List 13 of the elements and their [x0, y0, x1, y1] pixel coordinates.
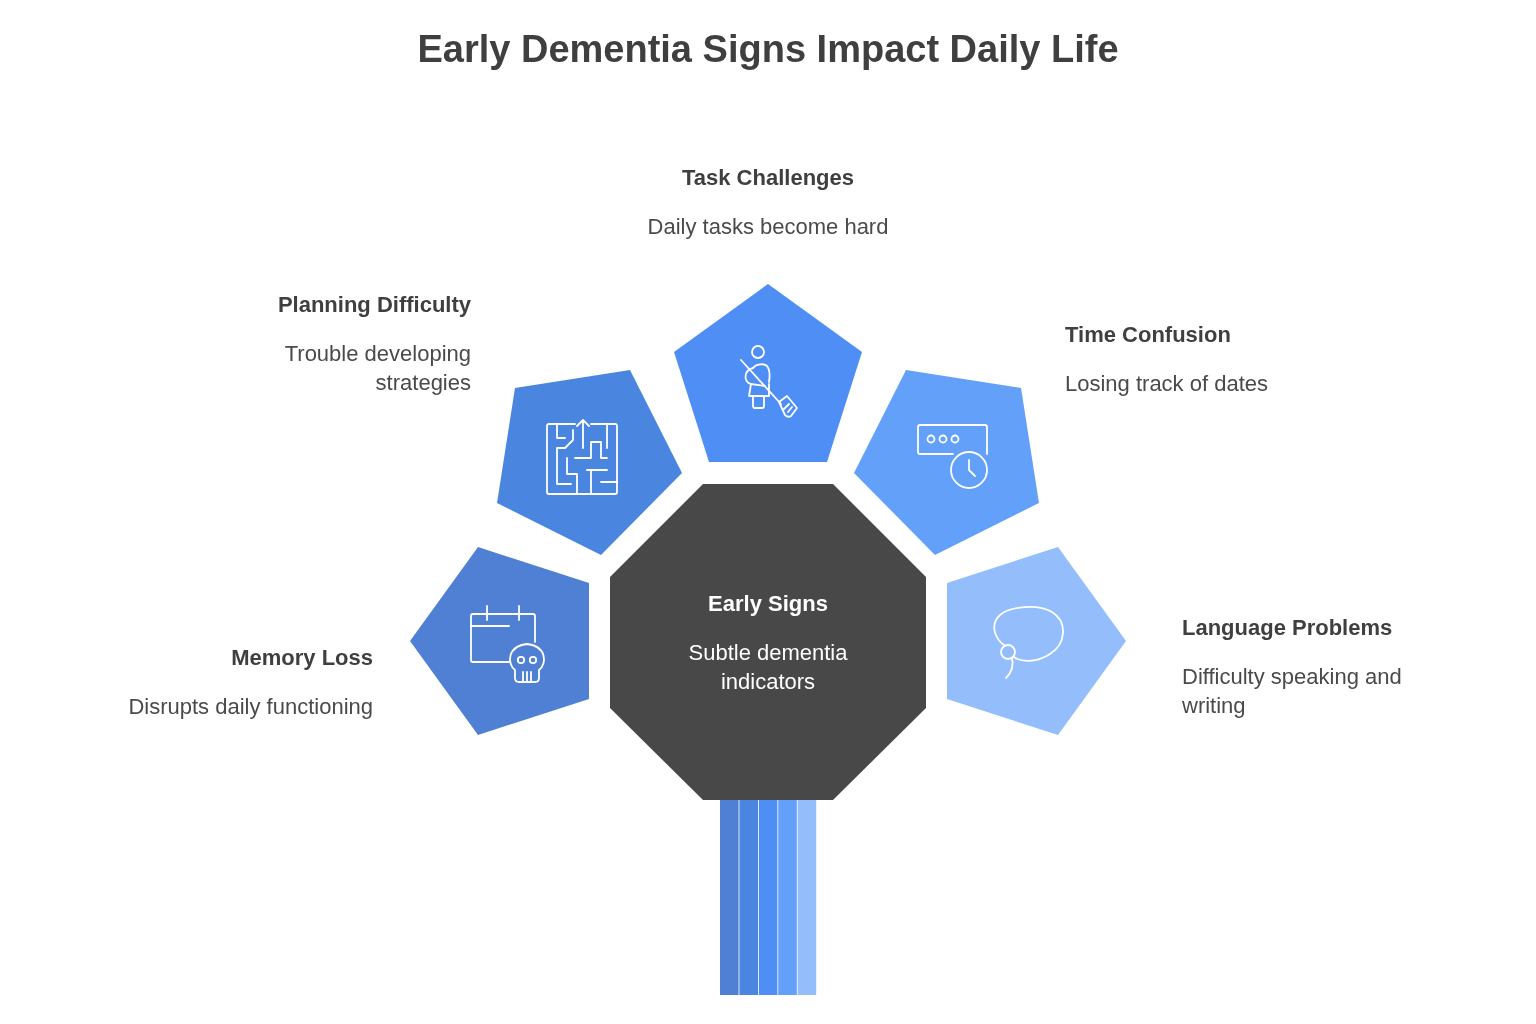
node-heading: Planning Difficulty [277, 291, 471, 319]
diagram-title: Early Dementia Signs Impact Daily Life [416, 27, 1120, 72]
node-description: Subtle dementia indicators [687, 639, 849, 696]
node-heading: Memory Loss [231, 644, 373, 672]
node-description: Disrupts daily functioning [128, 693, 373, 721]
node-heading: Language Problems [1182, 614, 1393, 642]
node-description: Daily tasks become hard [647, 213, 889, 241]
node-heading: Early Signs [708, 590, 828, 618]
node-description: Losing track of dates [1065, 370, 1268, 398]
node-description: Trouble developing strategies [283, 340, 471, 397]
node-heading: Task Challenges [682, 164, 854, 192]
node-description: Difficulty speaking and writing [1182, 663, 1403, 720]
node-heading: Time Confusion [1065, 321, 1231, 349]
